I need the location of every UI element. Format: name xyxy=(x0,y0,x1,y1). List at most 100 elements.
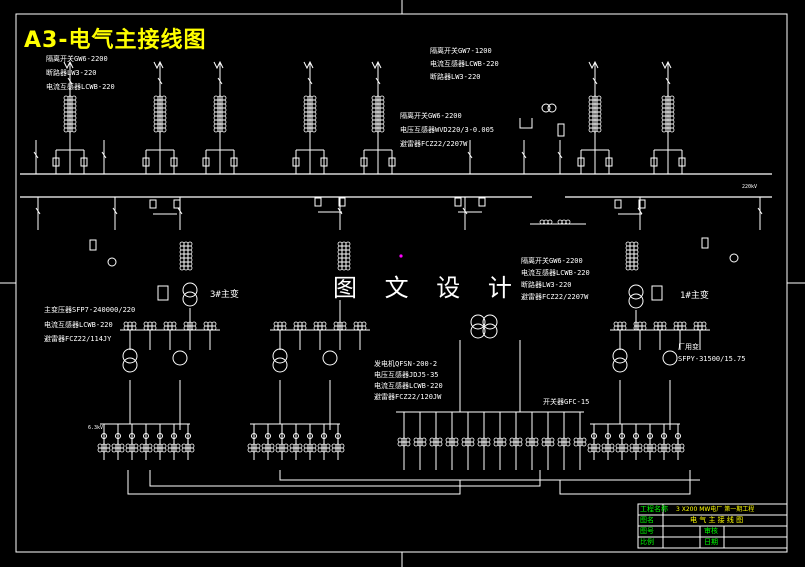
ct-coil xyxy=(71,127,77,133)
ct-coil xyxy=(311,103,317,109)
ct-coil xyxy=(345,257,351,263)
ct-coil xyxy=(317,325,323,331)
aux-switch xyxy=(605,433,611,439)
ct-coil xyxy=(221,127,227,133)
annotation-top-right-3: 断路器LW3-220 xyxy=(430,73,481,81)
annotation-pt-2: 电压互感器WVD220/3-0.005 xyxy=(400,126,495,134)
ct-coil xyxy=(557,441,563,447)
ct-coil xyxy=(477,441,483,447)
ct-coil xyxy=(303,119,309,125)
ct-coil xyxy=(111,443,117,449)
ct-coil xyxy=(161,99,167,105)
ct-coil xyxy=(211,321,217,327)
ct-coil xyxy=(681,325,687,331)
ct-coil xyxy=(143,325,149,331)
ct-coil xyxy=(413,437,419,443)
titleblock-row1-value: 3 X200 MW电厂 第一期工程 xyxy=(676,506,755,513)
breaker-box xyxy=(170,157,178,167)
ct-coil xyxy=(371,99,377,105)
ct-coil xyxy=(317,443,323,449)
watermark-text: 图 文 设 计 xyxy=(333,274,522,302)
ct-coil xyxy=(281,325,287,331)
titleblock-row2-label: 图名 xyxy=(640,516,654,524)
aux-switch xyxy=(619,433,625,439)
ct-coil xyxy=(587,447,593,453)
transformer-winding xyxy=(628,284,644,300)
ct-coil xyxy=(71,115,77,121)
ct-coil xyxy=(179,265,185,271)
ct-coil xyxy=(421,441,427,447)
ct-coil xyxy=(477,437,483,443)
ct-coil xyxy=(353,321,359,327)
feeder-bays xyxy=(33,60,763,267)
annotation-plant-transformer-2: SFPY-31500/15.75 xyxy=(678,355,746,363)
ct-coil xyxy=(153,447,159,453)
ct-coil xyxy=(283,447,289,453)
ct-coil xyxy=(547,219,553,225)
generator-symbol xyxy=(322,350,338,366)
ct-coil xyxy=(669,119,675,125)
ct-coil xyxy=(629,249,635,255)
ct-coil xyxy=(596,99,602,105)
ct-coil xyxy=(303,107,309,113)
ct-coil xyxy=(297,325,303,331)
transformer-winding xyxy=(470,323,486,339)
ct-coil xyxy=(221,103,227,109)
ct-coil xyxy=(181,447,187,453)
ct-coil xyxy=(105,443,111,449)
transformer-winding xyxy=(122,357,138,373)
ct-coil xyxy=(673,321,679,327)
ct-coil xyxy=(379,119,385,125)
disconnector-blade xyxy=(462,207,468,215)
titleblock-row2-value: 电 气 主 接 线 图 xyxy=(690,516,744,524)
label-1-main-transformer: 1#主变 xyxy=(680,291,709,301)
annotation-left-transformer-2: 电流互感器LCWB-220 xyxy=(44,321,113,329)
ct-coil xyxy=(609,447,615,453)
ct-coil xyxy=(661,123,667,129)
ct-coil xyxy=(429,437,435,443)
titleblock-row4-mid: 日期 xyxy=(704,538,718,546)
ct-coil xyxy=(596,107,602,113)
ct-coil xyxy=(453,441,459,447)
ct-coil xyxy=(311,123,317,129)
ct-coil xyxy=(665,443,671,449)
ct-coil xyxy=(119,443,125,449)
annotation-generator-3: 电流互感器LCWB-220 xyxy=(374,382,443,390)
ct-coil xyxy=(509,441,515,447)
ct-coil xyxy=(317,321,323,327)
ct-coil xyxy=(161,123,167,129)
ct-coil xyxy=(147,321,153,327)
breaker-box xyxy=(52,157,60,167)
ct-coil xyxy=(623,443,629,449)
ct-coil xyxy=(161,111,167,117)
ct-coil xyxy=(596,103,602,109)
aux-switch xyxy=(157,433,163,439)
ct-coil xyxy=(167,447,173,453)
aux-switch xyxy=(265,433,271,439)
ct-coil xyxy=(163,325,169,331)
ct-coil xyxy=(588,123,594,129)
ct-coil xyxy=(183,321,189,327)
ct-coil xyxy=(588,115,594,121)
disconnector-blade xyxy=(637,207,643,215)
disconnector-blade xyxy=(112,207,118,215)
ct-coil xyxy=(153,123,159,129)
breaker-box xyxy=(360,157,368,167)
ct-coil xyxy=(133,443,139,449)
ct-coil xyxy=(625,245,631,251)
ct-coil xyxy=(183,245,189,251)
ct-coil xyxy=(643,447,649,453)
ct-coil xyxy=(657,325,663,331)
ct-coil xyxy=(379,95,385,101)
ct-coil xyxy=(179,261,185,267)
ct-coil xyxy=(183,261,189,267)
ct-coil xyxy=(161,127,167,133)
ct-coil xyxy=(171,325,177,331)
ct-coil xyxy=(311,127,317,133)
ct-coil xyxy=(63,127,69,133)
ct-coil xyxy=(596,119,602,125)
ct-coil xyxy=(587,443,593,449)
ct-coil xyxy=(633,249,639,255)
ct-coil xyxy=(213,95,219,101)
ct-coil xyxy=(341,245,347,251)
